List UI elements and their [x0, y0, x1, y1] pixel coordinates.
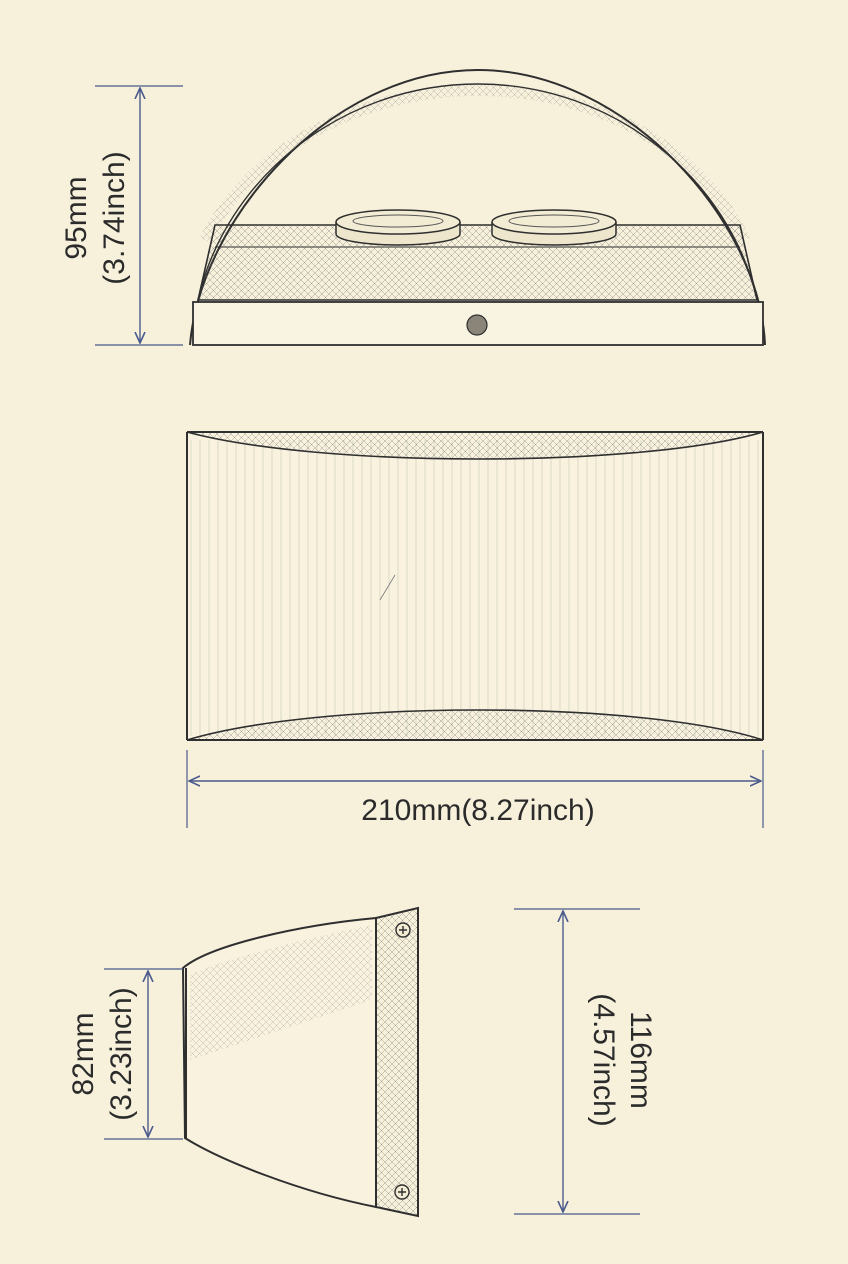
- knob-left: [335, 209, 461, 246]
- screw-top-icon: [395, 922, 411, 938]
- front-view: [186, 431, 764, 741]
- side-view-height-inch: (4.57inch): [587, 993, 620, 1126]
- side-view: [181, 906, 419, 1218]
- side-view-depth-mm: 82mm: [67, 1012, 100, 1095]
- top-view-height-inch: (3.74inch): [98, 151, 131, 284]
- mounting-hole: [466, 314, 488, 336]
- side-view-depth-dimension: 82mm (3.23inch): [67, 968, 183, 1140]
- front-view-width-dimension: 210mm(8.27inch): [186, 750, 764, 828]
- front-view-bottom-lip: [186, 709, 764, 741]
- side-view-mounting-plate: [375, 906, 419, 1218]
- front-view-top-lip: [186, 431, 764, 460]
- top-view-height-dimension: 95mm (3.74inch): [60, 85, 183, 346]
- top-view-dome-outer: [189, 68, 766, 346]
- top-view-body: [196, 224, 759, 301]
- knob-right: [491, 209, 617, 246]
- front-view-width-label: 210mm(8.27inch): [361, 794, 594, 827]
- screw-bottom-icon: [394, 1184, 410, 1200]
- top-view-height-mm: 95mm: [60, 176, 93, 259]
- side-view-height-mm: 116mm: [624, 1011, 657, 1109]
- side-view-height-dimension: 116mm (4.57inch): [514, 908, 657, 1215]
- side-view-depth-inch: (3.23inch): [105, 987, 138, 1120]
- top-view: [189, 68, 766, 346]
